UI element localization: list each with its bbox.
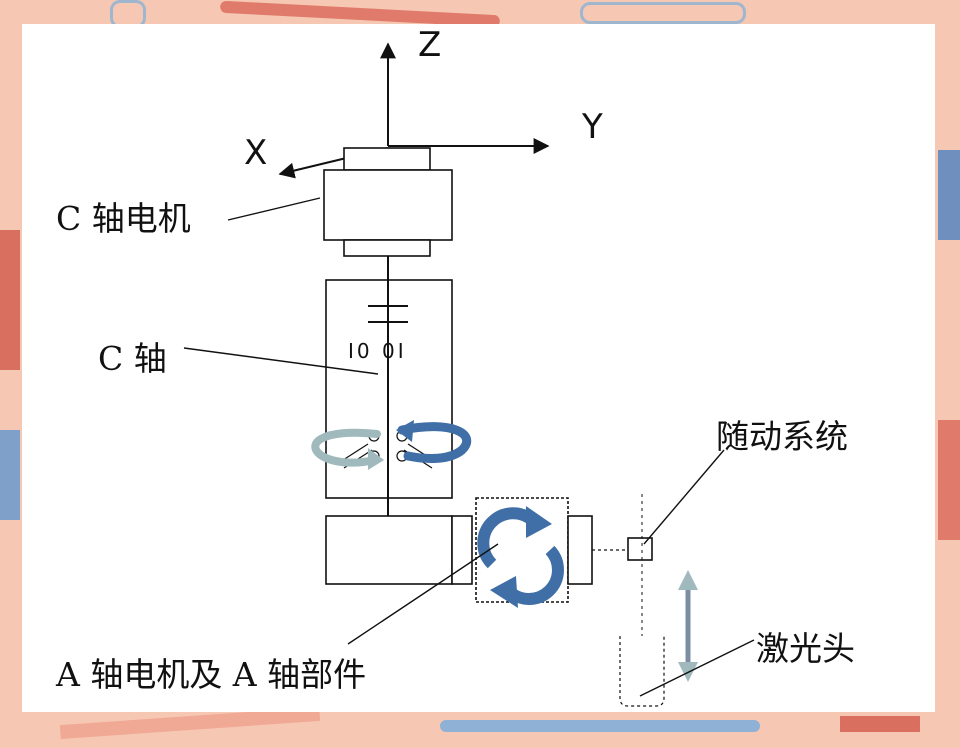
pencil-decoration — [440, 720, 760, 732]
follow-system — [592, 494, 653, 636]
label-c-axis-motor: C 轴电机 — [56, 199, 191, 238]
label-a-axis-motor: A 轴电机及 A 轴部件 — [55, 655, 366, 694]
leader-follow — [643, 449, 725, 545]
a-axis-side-block — [567, 515, 593, 585]
five-axis-laser-head-diagram: Z Y X I0 0I — [55, 25, 855, 707]
label-c-axis: C 轴 — [98, 339, 167, 378]
a-axis-frame — [451, 515, 473, 585]
pencil-decoration — [0, 230, 20, 370]
z-axis-label: Z — [418, 25, 441, 65]
leader-c-axis — [183, 347, 379, 375]
a-axis-motor-body — [325, 515, 453, 585]
leader-a-motor — [347, 543, 499, 645]
c-axis-housing — [325, 279, 453, 516]
c-axis-motor — [323, 147, 453, 257]
c-axis-rotation-arrow — [311, 420, 472, 470]
x-axis-label: X — [244, 133, 267, 173]
a-axis-rotation-arrow — [477, 506, 564, 608]
leader-c-motor — [227, 197, 321, 221]
coordinate-axes: Z Y X — [244, 25, 603, 179]
leader-lines — [183, 197, 755, 697]
motor-body — [323, 169, 453, 241]
pencil-decoration — [0, 430, 20, 520]
motor-top-cap — [343, 147, 431, 171]
label-follow-system: 随动系统 — [716, 417, 848, 456]
vertical-motion-arrow — [678, 570, 698, 682]
bearing-marks: I0 0I — [348, 339, 407, 363]
follow-sensor-box — [627, 537, 653, 561]
y-axis-label: Y — [581, 107, 603, 147]
pencil-decoration — [938, 150, 960, 240]
leader-laser — [639, 639, 755, 697]
diagram-panel: Z Y X I0 0I — [22, 24, 935, 712]
paperclip-decoration — [580, 2, 746, 24]
pencil-decoration — [840, 716, 920, 732]
label-laser-head: 激光头 — [756, 629, 855, 668]
a-axis-assembly — [325, 497, 593, 603]
motor-bottom-cap — [343, 239, 431, 257]
pencil-decoration — [938, 420, 960, 540]
